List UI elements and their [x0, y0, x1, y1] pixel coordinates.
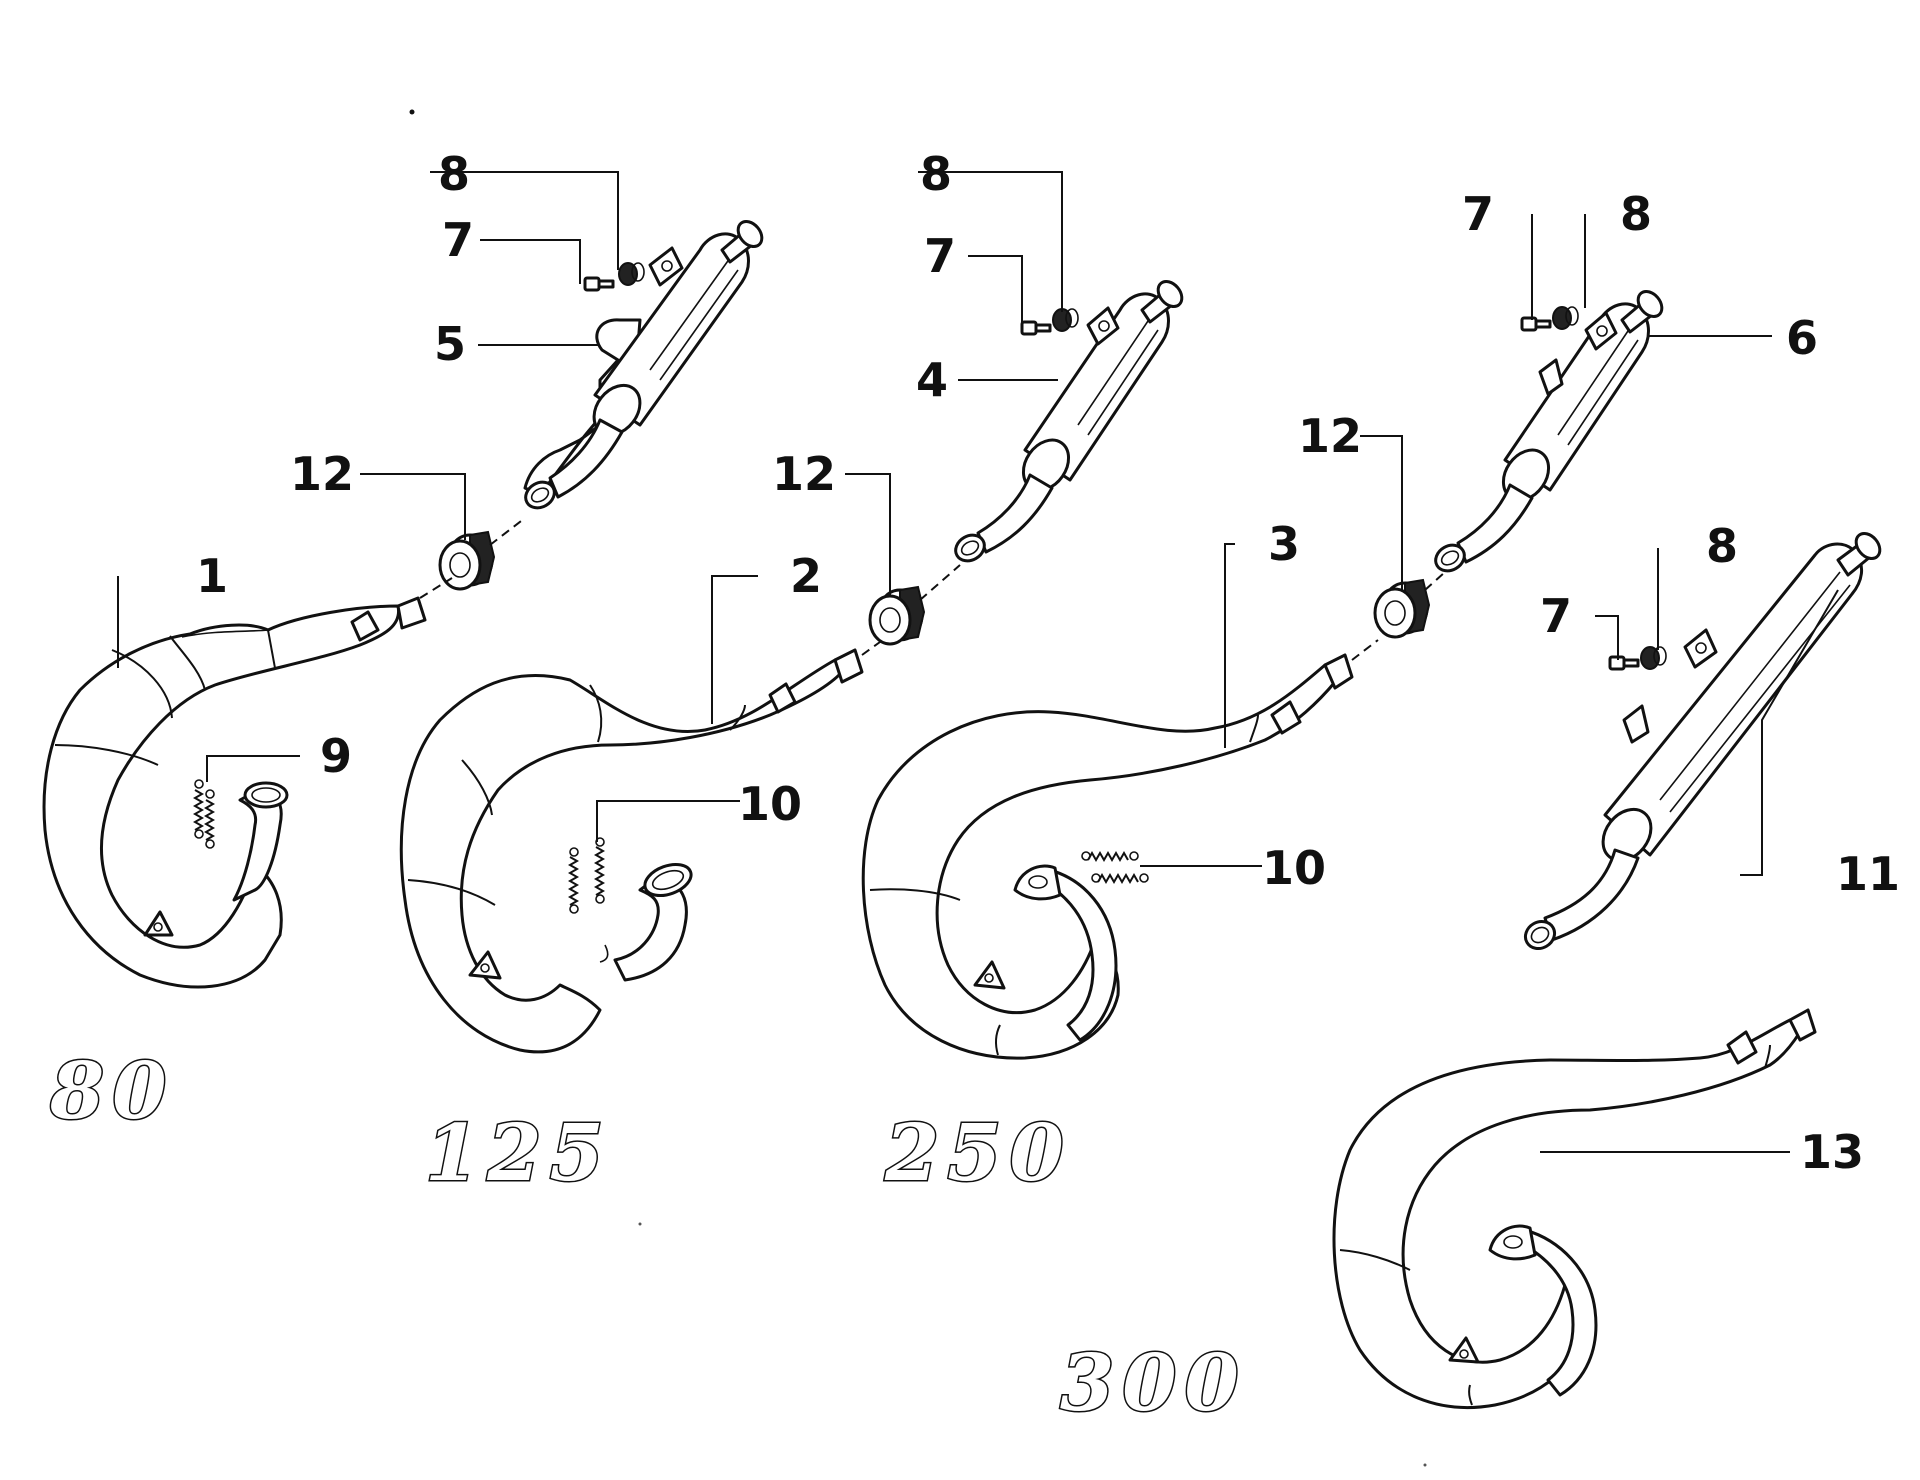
- callout-12-125: 12: [772, 447, 836, 501]
- silencer-250: [1434, 289, 1664, 573]
- callout-2: 2: [790, 549, 822, 603]
- axis-125b: [919, 564, 961, 601]
- callout-8-125: 8: [920, 147, 952, 201]
- axis-250: [1351, 639, 1379, 661]
- fastener-80: [583, 262, 645, 292]
- expansion-chamber-80: [42, 596, 427, 989]
- axis-80b: [489, 517, 526, 546]
- leader-lines: [117, 171, 1839, 1153]
- axis-250b: [1424, 571, 1446, 591]
- seal-80: [438, 530, 496, 591]
- callout-12-80: 12: [290, 447, 354, 501]
- callout-8-300: 8: [1706, 519, 1738, 573]
- silencer-80: [523, 219, 764, 510]
- model-label-125: 125: [425, 1108, 612, 1199]
- callout-7-250: 7: [1462, 187, 1494, 241]
- callout-7-300: 7: [1540, 589, 1572, 643]
- axis-125: [861, 641, 881, 656]
- model-label-300: 300: [1060, 1338, 1247, 1429]
- assembly-250: [861, 289, 1664, 1060]
- expansion-chamber-250: [861, 653, 1354, 1060]
- callout-9: 9: [320, 729, 352, 783]
- model-label-80: 80: [49, 1046, 175, 1137]
- expansion-chamber-125: [399, 648, 864, 1054]
- seal-250: [1373, 578, 1431, 639]
- springs-250: [1081, 850, 1149, 885]
- callout-8-80: 8: [438, 147, 470, 201]
- callout-12-250: 12: [1298, 409, 1362, 463]
- callout-3: 3: [1268, 517, 1300, 571]
- callout-7-125: 7: [924, 229, 956, 283]
- assembly-125: [399, 279, 1184, 1054]
- callout-4: 4: [916, 353, 948, 407]
- expansion-chamber-300: [1332, 1008, 1817, 1410]
- fastener-125: [1020, 308, 1079, 336]
- scan-speck: [638, 1222, 642, 1226]
- fastener-250: [1520, 306, 1579, 332]
- callout-1: 1: [196, 549, 228, 603]
- fastener-300: [1608, 646, 1667, 671]
- callout-6: 6: [1786, 311, 1818, 365]
- callout-13: 13: [1800, 1125, 1864, 1179]
- callout-10-250: 10: [1262, 841, 1326, 895]
- springs-80: [192, 779, 216, 849]
- silencer-300: [1523, 531, 1882, 951]
- callout-8-250: 8: [1620, 187, 1652, 241]
- callout-5: 5: [434, 317, 466, 371]
- silencer-125: [954, 279, 1184, 563]
- scan-speck: [409, 109, 415, 115]
- callout-7-80: 7: [442, 213, 474, 267]
- assembly-80: [42, 219, 764, 989]
- callout-10-125: 10: [738, 777, 802, 831]
- callout-11: 11: [1836, 847, 1900, 901]
- seal-125: [868, 585, 926, 646]
- scan-speck: [1423, 1463, 1427, 1467]
- callout-numbers: 8 7 5 12 1 9 8 7 4 12 2 10 7 8 6 12 3 10…: [196, 147, 1900, 1179]
- springs-125: [567, 837, 606, 914]
- axis-80: [419, 577, 453, 599]
- model-label-250: 250: [884, 1108, 1072, 1199]
- model-labels: 80 125 250 300: [48, 1045, 1247, 1431]
